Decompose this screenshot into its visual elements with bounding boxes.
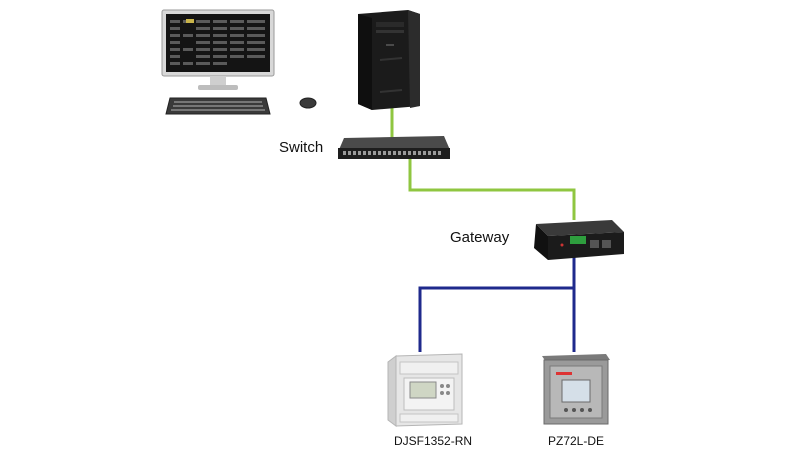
rs485-links <box>418 256 576 352</box>
din-rail-meter-icon <box>387 353 463 427</box>
desktop-computer-icon <box>161 9 317 115</box>
network-switch-icon <box>338 136 450 159</box>
switch-gateway-link <box>408 158 576 220</box>
monitor-base <box>198 85 238 90</box>
server-tower-icon <box>358 10 420 110</box>
monitor-neck <box>210 76 226 86</box>
screen-grid <box>170 20 265 65</box>
mouse <box>299 97 317 109</box>
panel-meter-icon <box>542 354 610 425</box>
switch-label: Switch <box>279 139 324 156</box>
ethernet-links <box>390 108 576 220</box>
meter2-label: PZ72L-DE <box>548 434 605 448</box>
meter1-label: DJSF1352-RN <box>394 434 473 448</box>
lcd-display <box>409 381 437 399</box>
gateway-label: Gateway <box>450 229 510 246</box>
gateway-bus-link <box>418 256 576 352</box>
lcd-display <box>561 379 591 403</box>
gateway-icon <box>534 220 624 260</box>
terminal-block <box>570 236 586 244</box>
